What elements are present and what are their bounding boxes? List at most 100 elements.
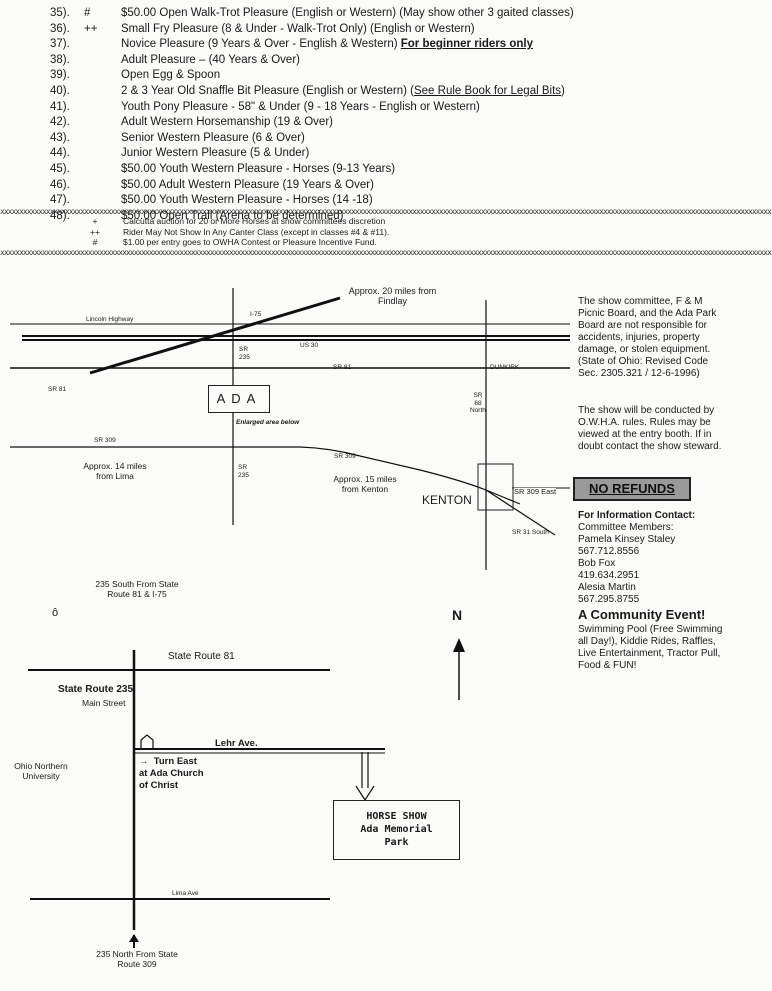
class-description: $50.00 Open Trail (Arena to be determine…	[121, 209, 344, 222]
class-number: 47).	[50, 194, 70, 207]
contact-line: 567.295.8755	[578, 594, 640, 605]
class-row: 43).Senior Western Pleasure (6 & Over)	[44, 131, 764, 147]
north-label: N	[452, 607, 463, 623]
class-number: 37).	[50, 38, 70, 51]
lima-distance-label: Approx. 14 miles from Lima	[83, 461, 147, 481]
footnote-symbol: +	[92, 216, 98, 226]
class-description: $50.00 Youth Western Pleasure - Horses (…	[121, 162, 396, 175]
class-number: 36).	[50, 22, 70, 35]
footnote-text: $1.00 per entry goes to OWHA Contest or …	[123, 237, 377, 247]
class-text: $50.00 Youth Western Pleasure - Horses (…	[121, 193, 373, 209]
class-text: $50.00 Open Trail (Arena to be determine…	[121, 209, 343, 225]
class-text: $50.00 Youth Western Pleasure - Horses (…	[121, 162, 395, 178]
enlarged-area-label: Enlarged area below	[236, 419, 300, 426]
class-number: 42).	[50, 116, 70, 129]
separator-top: xxxxxxxxxxxxxxxxxxxxxxxxxxxxxxxxxxxxxxxx…	[0, 207, 772, 216]
footnote-text: Calcutta auction for 20 or More Horses a…	[123, 216, 386, 226]
class-number: 41).	[50, 100, 70, 113]
kenton-distance-label: Approx. 15 miles from Kenton	[333, 474, 397, 494]
sr31-label: SR 31 South	[512, 529, 549, 536]
class-description: Junior Western Pleasure (5 & Under)	[121, 147, 310, 160]
class-row: 47). $50.00 Youth Western Pleasure - Hors…	[44, 193, 764, 209]
contact-line: 567.712.8556	[578, 546, 640, 557]
sr309-mid-label: SR 309	[334, 453, 356, 460]
local-map-roads	[28, 638, 465, 948]
sr309-east-label: SR 309 East	[514, 487, 557, 497]
class-row: 41). Youth Pony Pleasure - 58" & Under (9…	[44, 100, 764, 116]
class-description: Small Fry Pleasure (8 & Under - Walk-Tro…	[121, 22, 475, 35]
onu-label: Ohio Northern University	[14, 761, 68, 781]
class-row: 37). Novice Pleasure (9 Years & Over - En…	[44, 37, 764, 53]
class-number: 44).	[50, 147, 70, 160]
class-text: Small Fry Pleasure (8 & Under - Walk-Tro…	[121, 22, 475, 38]
regional-map-roads	[10, 288, 570, 570]
class-note: See Rule Book for Legal Bits	[413, 84, 562, 97]
footnote-symbol: #	[92, 237, 98, 247]
class-number: 35).	[50, 7, 70, 19]
class-text: Youth Pony Pleasure - 58" & Under (9 - 1…	[121, 100, 480, 116]
class-description: Youth Pony Pleasure - 58" & Under (9 - 1…	[121, 100, 480, 113]
class-row: 48).$50.00 Open Trail (Arena to be deter…	[44, 209, 764, 225]
sr309-label: SR 309	[94, 437, 116, 444]
class-text: $50.00 Open Walk-Trot Pleasure (English …	[121, 6, 574, 22]
class-row: 39).Open Egg & Spoon	[44, 68, 764, 84]
contact-line: Committee Members:	[578, 522, 674, 533]
class-row: 44). Junior Western Pleasure (5 & Under)	[44, 146, 764, 162]
class-description: 2 & 3 Year Old Snaffle Bit Pleasure (Eng…	[121, 84, 414, 97]
contact-line: Bob Fox	[578, 558, 616, 569]
footnote-row: ++Rider May Not Show In Any Canter Class…	[85, 227, 485, 238]
horse-show-box: HORSE SHOW Ada Memorial Park	[333, 800, 460, 860]
class-description: $50.00 Open Walk-Trot Pleasure (English …	[121, 7, 574, 19]
no-refunds-badge: NO REFUNDS	[573, 477, 691, 501]
ada-box: ADA	[208, 385, 270, 413]
class-note-tail: )	[561, 84, 565, 97]
class-description: Novice Pleasure (9 Years & Over - Englis…	[121, 38, 401, 51]
class-number: 38).	[50, 53, 70, 66]
class-text: Novice Pleasure (9 Years & Over - Englis…	[121, 37, 533, 53]
class-description: Adult Pleasure – (40 Years & Over)	[121, 53, 300, 66]
class-description: Adult Western Horsemanship (19 & Over)	[121, 116, 333, 129]
contact-line: Alesia Martin	[578, 582, 636, 593]
state-route-235-label: State Route 235	[58, 684, 134, 695]
class-row: 36). ++ Small Fry Pleasure (8 & Under - Wa…	[44, 22, 764, 38]
class-text: $50.00 Adult Western Pleasure (19 Years …	[121, 178, 374, 194]
disclaimer-text: The show committee, F & M Picnic Board, …	[578, 296, 717, 379]
main-street-label: Main Street	[82, 698, 126, 708]
sr81-left-label: SR 81	[48, 386, 67, 393]
class-description: $50.00 Youth Western Pleasure - Horses (…	[121, 194, 373, 207]
class-text: Adult Western Horsemanship (19 & Over)	[121, 115, 333, 131]
footnote-row: # $1.00 per entry goes to OWHA Contest or…	[85, 237, 485, 248]
class-row: 38). Adult Pleasure – (40 Years & Over)	[44, 53, 764, 69]
sr68-label: SR 68 North	[470, 392, 486, 414]
class-description: Senior Western Pleasure (6 & Over)	[121, 131, 305, 144]
i75-label: I-75	[250, 311, 262, 318]
us30-label: US 30	[300, 342, 319, 349]
class-number: 45).	[50, 162, 70, 175]
class-symbol: ++	[84, 22, 98, 35]
contact-heading: For Information Contact:	[578, 510, 696, 521]
sr235-south-label: SR 235	[238, 464, 249, 479]
class-row: 35).#$50.00 Open Walk-Trot Pleasure (Eng…	[44, 6, 764, 22]
state-route-81-label: State Route 81	[168, 651, 235, 662]
class-text: Open Egg & Spoon	[121, 68, 220, 84]
kenton-label: KENTON	[422, 493, 472, 507]
findlay-label: Approx. 20 miles from Findlay	[348, 286, 437, 306]
lima-ave-label: Lima Ave	[172, 890, 199, 897]
class-list: 35).#$50.00 Open Walk-Trot Pleasure (Eng…	[44, 6, 764, 224]
lehr-ave-label: Lehr Ave.	[215, 738, 258, 749]
from-north-label: 235 South From State Route 81 & I-75	[95, 579, 179, 599]
class-description: Open Egg & Spoon	[121, 69, 221, 82]
sr81-label: SR 81	[333, 364, 352, 371]
rules-text: The show will be conducted by O.W.H.A. r…	[578, 405, 722, 452]
class-note: For beginner riders only	[400, 38, 534, 51]
class-text: 2 & 3 Year Old Snaffle Bit Pleasure (Eng…	[121, 84, 565, 100]
sr235-north-label: SR 235	[239, 346, 250, 361]
class-row: 46).$50.00 Adult Western Pleasure (19 Ye…	[44, 178, 764, 194]
lincoln-highway-label: Lincoln Highway	[86, 316, 134, 323]
map-mark: ô	[52, 607, 59, 619]
turn-east-instruction: → Turn East at Ada Church of Christ	[139, 756, 204, 791]
community-heading: A Community Event!	[578, 607, 706, 622]
class-text: Adult Pleasure – (40 Years & Over)	[121, 53, 300, 69]
class-number: 40).	[50, 84, 70, 97]
